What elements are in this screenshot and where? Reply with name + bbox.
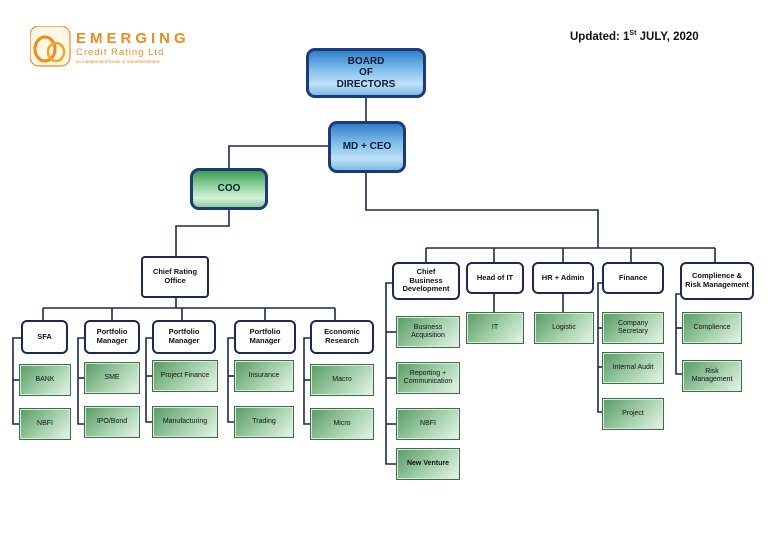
unit-manufacturing: Manufacturing [152,406,218,438]
cs-line-1: Company [618,319,648,327]
unit-nbfi-business: NBFI [396,408,460,440]
unit-nbfi-label: NBFI [37,419,53,427]
updated-prefix: Updated: 1 [570,30,630,43]
unit-company-secretary: Company Secretary [602,312,664,344]
unit-micro: Micro [310,408,374,440]
it-title: Head of IT [476,272,514,282]
cs-line-2: Secretary [618,328,648,335]
coo-label: COO [217,183,241,195]
unit-it: IT [466,312,524,344]
head-of-it-box: Head of IT [466,262,524,294]
portfolio-manager-3-box: Portfolio Manager [234,320,296,354]
company-logo: EMERGING Credit Rating Ltd an independen… [29,25,200,72]
unit-bank-label: BANK [35,375,55,383]
rc-line-1: Reporting + [409,369,447,377]
er-line-1: Economic [324,327,360,337]
unit-internal-audit: Internal Audit [602,352,664,384]
unit-ipo-bond: IPO/Bond [84,406,140,438]
updated-suffix: JULY, 2020 [636,30,699,43]
coo-box: COO [190,168,268,210]
unit-trading: Trading [234,406,294,438]
portfolio-manager-2-box: Portfolio Manager [152,320,216,354]
unit-project: Project [602,398,664,430]
complience-label: Complience [693,323,731,331]
unit-macro: Macro [310,364,374,396]
unit-ipo-label: IPO/Bond [96,417,128,425]
cro-line-1: Chief Rating [152,267,198,277]
cbd-line-2: Business [409,275,443,285]
er-line-2: Research [325,336,359,345]
unit-project-finance: Project Finance [152,360,218,392]
compliance-risk-box: Complience & Risk Management [680,262,754,300]
logistic-label: Logistic [552,323,576,331]
brand-name: EMERGING [76,30,190,47]
logo-mark-icon: EMERGING Credit Rating Ltd an independen… [29,25,190,67]
nbfi-biz-label: NBFI [420,419,436,427]
rm-line-1: Risk [705,367,719,375]
unit-trading-label: Trading [252,417,276,425]
unit-new-venture: New Venture [396,448,460,480]
unit-risk-management: Risk Management [682,360,742,392]
unit-reporting-communication: Reporting + Communication [396,362,460,394]
chief-business-development-box: Chief Business Development [392,262,460,300]
board-of-directors-box: BOARD OF DIRECTORS [306,48,426,98]
md-ceo-label: MD + CEO [342,141,392,153]
project-label: Project [622,409,644,417]
unit-logistic: Logistic [534,312,594,344]
unit-ins-label: Insurance [248,371,280,379]
portfolio-manager-1-box: Portfolio Manager [84,320,140,354]
ba-line-2: Acquisition [411,332,445,339]
md-ceo-box: MD + CEO [328,121,406,173]
it-unit-label: IT [491,323,499,331]
board-line-3: DIRECTORS [336,78,396,90]
brand-tagline: an independent house of risk assessment [76,59,160,64]
finance-box: Finance [602,262,664,294]
unit-mfg-label: Manufacturing [162,417,208,425]
chief-rating-office-box: Chief Rating Office [141,256,209,298]
ia-label: Internal Audit [612,363,654,371]
crm-line-1: Complience & [691,271,742,281]
board-line-1: BOARD [347,55,385,67]
brand-sub: Credit Rating Ltd [76,47,164,58]
unit-business-acquisition: Business Acquisition [396,316,460,348]
hr-admin-box: HR + Admin [532,262,594,294]
unit-micro-label: Micro [333,419,351,427]
pm2-line-2: Manager [168,336,200,345]
unit-macro-label: Macro [332,375,352,383]
unit-sme-label: SME [104,373,120,381]
pm3-line-1: Portfolio [249,327,281,337]
pm1-line-2: Manager [96,336,128,345]
pm2-line-1: Portfolio [168,327,200,337]
rc-line-2: Communication [403,378,453,385]
unit-bank: BANK [19,364,71,396]
pm1-line-1: Portfolio [96,327,128,337]
updated-sup: St [629,30,637,37]
unit-pf-label: Project Finance [160,371,210,379]
pm3-line-2: Manager [249,336,281,345]
updated-date: Updated: 1St JULY, 2020 [570,30,699,43]
new-venture-label: New Venture [406,459,449,467]
cbd-line-1: Chief [416,267,436,277]
sfa-box: SFA [21,320,68,354]
crm-line-2: Risk Management [685,280,749,289]
cro-line-2: Office [164,276,186,285]
unit-sme: SME [84,362,140,394]
cbd-line-3: Development [402,284,450,294]
unit-nbfi: NBFI [19,408,71,440]
finance-title: Finance [618,272,648,282]
board-line-2: OF [359,67,373,79]
sfa-label: SFA [37,331,52,341]
ba-line-1: Business [413,323,443,331]
unit-complience: Complience [682,312,742,344]
rm-line-2: Management [691,376,733,383]
economic-research-box: Economic Research [310,320,374,354]
hr-title: HR + Admin [541,272,585,282]
unit-insurance: Insurance [234,360,294,392]
